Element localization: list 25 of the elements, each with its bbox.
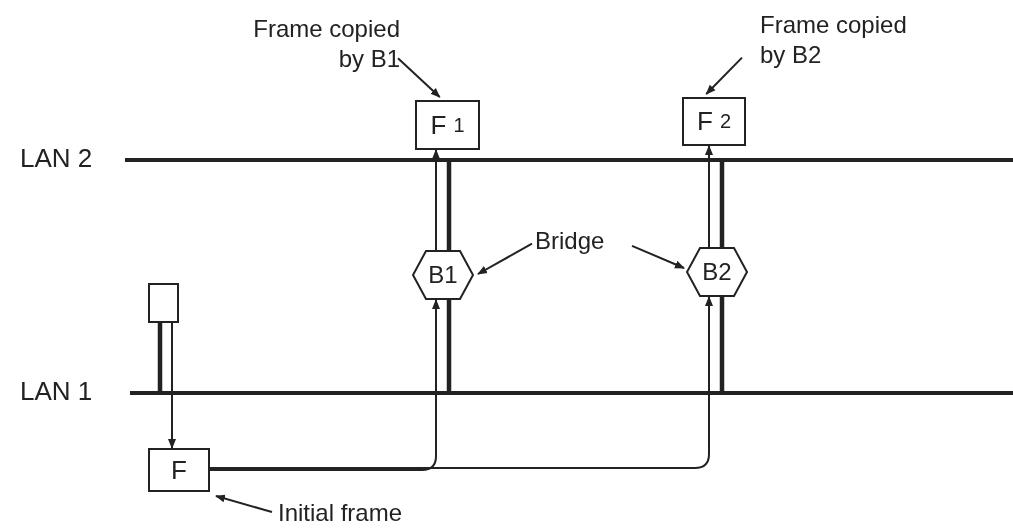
frame-box: F [148, 448, 210, 492]
frame-arrow [705, 145, 713, 248]
leader-arrow [215, 494, 273, 514]
leader-arrow [477, 242, 533, 275]
callout-text: Frame copied by B2 [760, 10, 920, 78]
network-connection [719, 297, 725, 391]
network-label: LAN 1 [20, 376, 93, 407]
frame-arrow [209, 296, 713, 469]
leader-arrow [631, 244, 685, 269]
leader-arrow [397, 57, 441, 98]
frame-arrow [168, 322, 176, 449]
callout-text: Bridge [535, 226, 635, 258]
callout-text: Frame copied by B1 [240, 14, 400, 82]
frame-arrow [209, 299, 440, 471]
bridge-hexagon: B1 [412, 250, 474, 300]
network-connection [719, 162, 725, 247]
network-connection [446, 300, 452, 391]
callout-text: Initial frame [278, 498, 448, 530]
network-connection [446, 162, 452, 250]
host-box [148, 283, 179, 323]
frame-arrow [432, 149, 440, 251]
network-label: LAN 2 [20, 143, 93, 174]
network-connection [157, 323, 163, 391]
leader-arrow [705, 56, 743, 95]
bridge-hexagon: B2 [686, 247, 748, 297]
